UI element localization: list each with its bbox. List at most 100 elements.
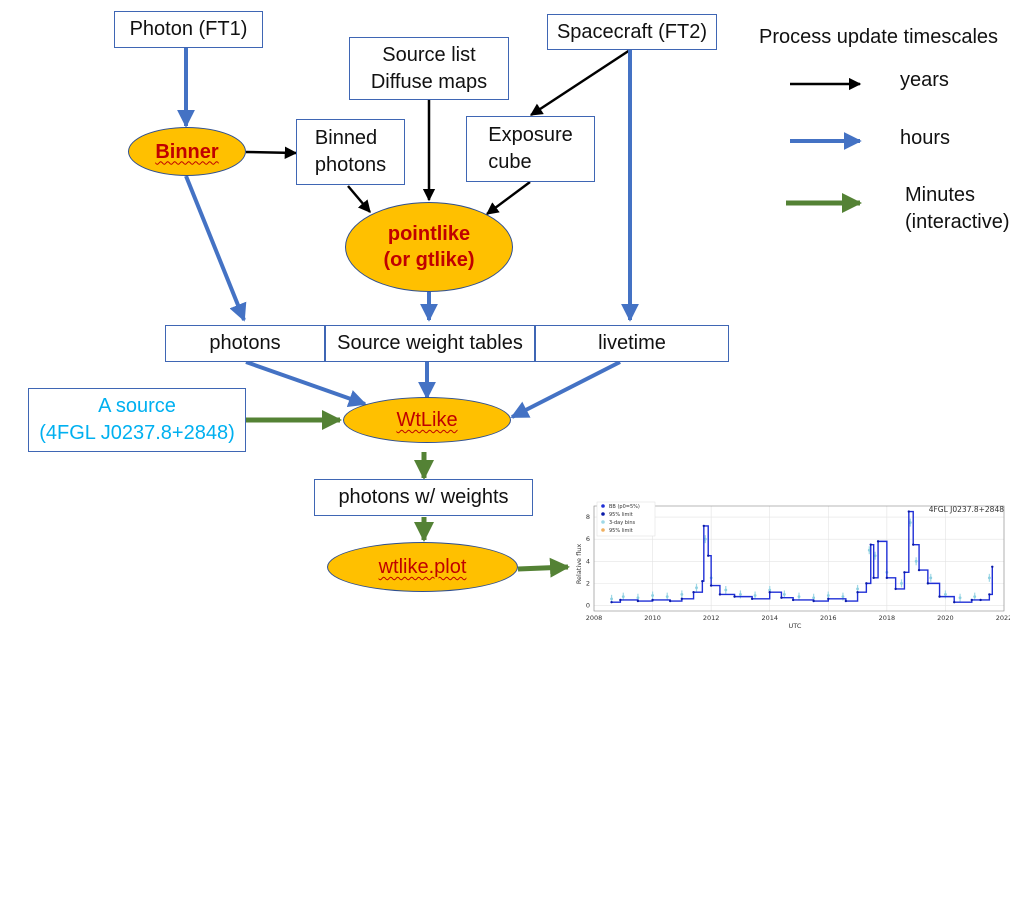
point-bb [702,524,706,528]
binner-node: Binner [128,127,246,176]
point-3day [724,588,728,592]
spacecraft-ft2-label: Spacecraft (FT2) [556,20,708,43]
point-bb [903,571,906,574]
point-bb [979,598,982,602]
legend-title: Process update timescales [759,26,999,48]
point-3day [753,594,757,597]
photon-ft1-label: Photon (FT1) [129,18,248,40]
point-3day [973,595,977,599]
point-3day [782,593,786,596]
x-tick-label: 2016 [820,614,837,622]
source-list-box: Source list Diffuse maps [349,37,509,100]
photons-w-weights-box: photons w/ weights [314,479,533,516]
point-bb [988,593,991,596]
exposure-cube-box: Exposure cube [466,116,595,182]
point-3day [826,594,830,597]
point-bb [733,595,736,598]
point-bb [636,599,640,603]
legend-marker [601,512,605,516]
point-3day [636,596,640,600]
binned-photons-label: Binned photons [314,127,387,176]
point-3day [621,595,625,599]
binned-photons-box: Binned photons [296,119,405,185]
point-bb [912,543,915,546]
y-tick-label: 8 [586,513,590,521]
point-bb [917,568,921,572]
legend-marker [601,504,605,508]
a-source-box: A source (4FGL J0237.8+2848) [28,388,246,452]
point-bb [856,591,859,594]
point-3day [703,537,707,541]
spacecraft-ft2-box: Spacecraft (FT2) [547,14,717,50]
point-bb [844,599,848,603]
point-bb [970,598,973,602]
point-bb [894,587,897,591]
point-bb [953,600,956,604]
arrow-exposure-to-pointlike [485,180,531,216]
point-bb [651,598,654,602]
point-bb [750,597,754,601]
point-bb [780,596,783,599]
x-tick-label: 2014 [761,614,778,622]
point-bb [876,540,880,543]
x-tick-label: 2018 [879,614,896,622]
point-bb [619,598,622,602]
livetime-box: livetime [535,325,729,362]
point-bb [709,584,713,587]
point-3day [665,595,669,599]
wtlike-plot-label: wtlike.plot [378,556,467,578]
point-3day [680,593,684,596]
wtlike-plot-node: wtlike.plot [327,542,518,592]
point-bb [827,597,830,601]
point-3day [944,593,947,596]
chart-ylabel: Relative flux [575,544,583,584]
legend-label: BB (p0=5%) [609,504,640,510]
point-bb [991,565,994,568]
light-curve-chart: 2008201020122014201620182020202202468 4F… [572,498,1010,633]
point-bb [692,591,695,594]
point-bb [768,591,771,594]
exposure-cube-label: Exposure cube [488,124,573,173]
point-3day [873,554,877,558]
y-tick-label: 6 [586,535,590,543]
photons-label: photons [209,332,281,354]
point-3day [856,587,859,591]
point-3day [695,586,698,590]
pointlike-node: pointlike (or gtlike) [345,202,513,292]
point-bb [869,543,872,546]
legend-label-hours: hours [900,127,951,149]
point-bb [938,595,941,598]
point-bb [865,582,868,585]
point-bb [707,554,710,557]
a-source-id-label: (4FGL J0237.8+2848) [39,422,235,444]
wtlike-node: WtLike [343,397,511,443]
source-list-label: Source list Diffuse maps [370,43,488,93]
chart-series [610,510,994,604]
point-bb [791,598,795,602]
point-bb [885,576,889,580]
arrow-livetime-to-wtlike [510,360,621,419]
a-source-label: A source [98,395,176,417]
legend-frame [596,501,656,537]
arrow-binner-to-binned [245,146,298,160]
point-3day [651,594,654,597]
point-3day [841,595,845,599]
legend-label: 95% limit [609,512,633,518]
point-bb [872,576,875,580]
legend-label: 95% limit [609,528,633,534]
y-tick-label: 0 [586,601,590,609]
chart-title: 4FGL J0237.8+2848 [929,505,1005,514]
arrow-photons-to-wtlike [245,360,367,408]
arrow-binned-to-pointlike [347,185,371,213]
livetime-label: livetime [598,332,666,354]
point-3day [929,576,933,580]
point-3day [958,596,962,600]
point-3day [610,597,613,601]
point-3day [900,581,903,585]
point-bb [701,579,704,583]
legend-marker [601,528,605,532]
legend-label-years: years [900,69,949,91]
point-bb [907,510,911,513]
